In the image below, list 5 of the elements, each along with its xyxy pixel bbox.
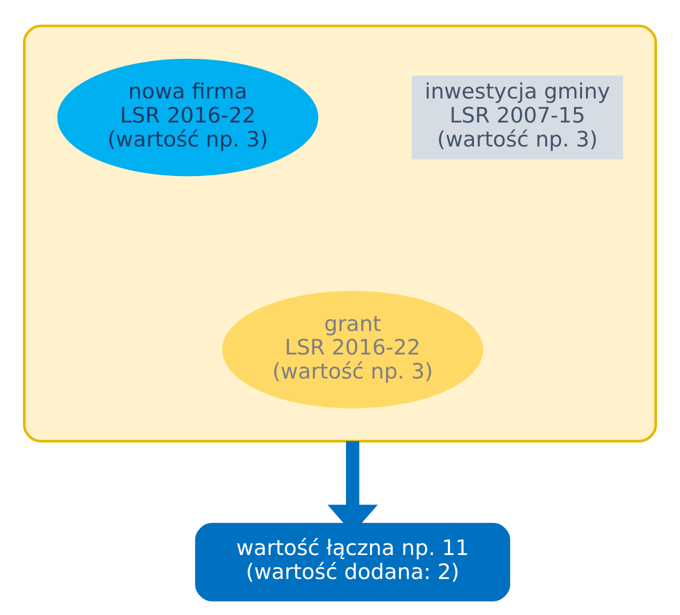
node-ellipse: grant LSR 2016-22 (wartość np. 3): [222, 290, 484, 408]
cluster: [22, 24, 658, 442]
node-ellipse: nowa firma LSR 2016-22 (wartość np. 3): [57, 58, 318, 176]
node-box: wartość łączna np. 11 (wartość dodana: 2): [195, 522, 510, 601]
node-box: inwestycja gminy LSR 2007-15 (wartość np. 3): [412, 75, 624, 159]
